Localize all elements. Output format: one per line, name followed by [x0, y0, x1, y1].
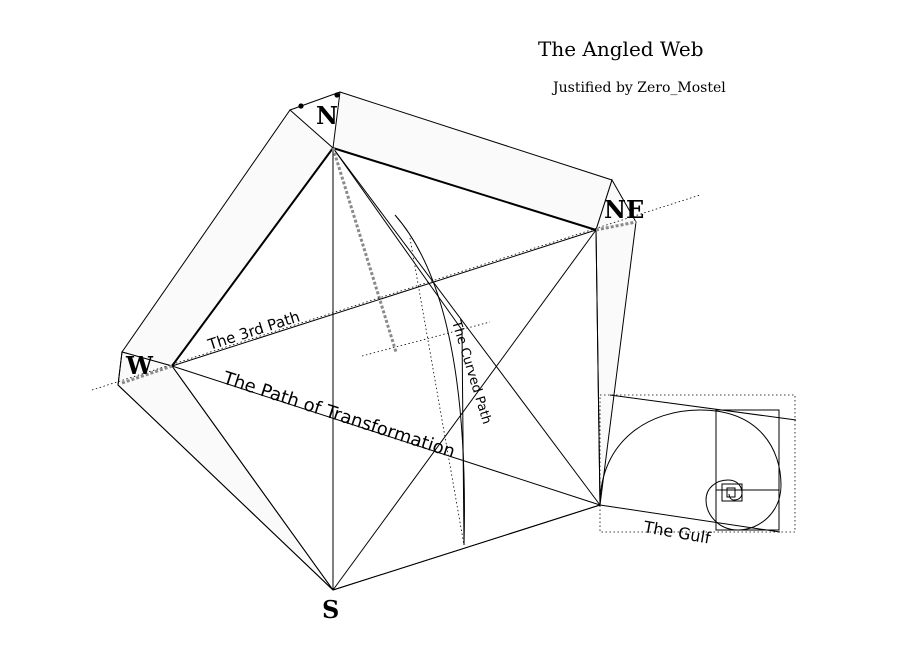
dotted-chord: [409, 237, 465, 546]
vertex-south-label: S: [322, 595, 339, 624]
west-grey-dashed: [121, 364, 173, 385]
spiral-bottom-line: [599, 504, 781, 533]
north-grey-dashed: [331, 147, 398, 353]
edge-n-w: [171, 147, 334, 367]
third-path-label: The 3rd Path: [205, 308, 302, 355]
edge-n-se: [332, 147, 601, 506]
edge-ne-right: [595, 229, 601, 506]
axis-dotted-line: [91, 194, 701, 391]
outer-nw-edge: [117, 351, 123, 386]
gulf-spiral: [599, 394, 797, 533]
edge-n-curve-start: [332, 147, 463, 331]
spiral-square-2: [715, 489, 780, 531]
inner-vertical: [461, 329, 465, 546]
north-dot-left: [298, 103, 304, 109]
diagram-title: The Angled Web: [538, 37, 704, 61]
outer-frame: [117, 91, 637, 591]
vertex-west-label: W: [125, 351, 154, 380]
spiral-square-4: [726, 487, 736, 498]
gulf-label: The Gulf: [641, 517, 712, 548]
vertex-north-label: N: [316, 101, 338, 130]
outer-sw-edge: [117, 384, 334, 591]
spiral-square-1: [715, 409, 780, 531]
edge-w-s: [171, 365, 334, 591]
edge-w-ne: [171, 229, 597, 367]
outer-top-cap: [289, 91, 341, 111]
north-dot-right: [334, 92, 340, 98]
curved-path-label: The Curved Path: [448, 318, 494, 426]
vertex-northeast-label: NE: [604, 195, 644, 224]
transformation-path-label: The Path of Transformation: [220, 367, 458, 462]
curved-path-arc: [394, 214, 465, 546]
edge-se-s: [332, 504, 601, 591]
spiral-top-line: [609, 394, 797, 421]
edge-w-se: [171, 365, 601, 506]
edge-ne-s: [332, 229, 597, 591]
inner-structure: [91, 147, 701, 591]
ne-grey-dashed: [595, 220, 637, 232]
edge-n-ne: [332, 147, 597, 231]
spiral-curve: [599, 409, 782, 531]
spiral-outer-rect: [599, 394, 796, 533]
diagram-subtitle: Justified by Zero_Mostel: [551, 80, 726, 96]
north-west-band: [121, 109, 334, 367]
